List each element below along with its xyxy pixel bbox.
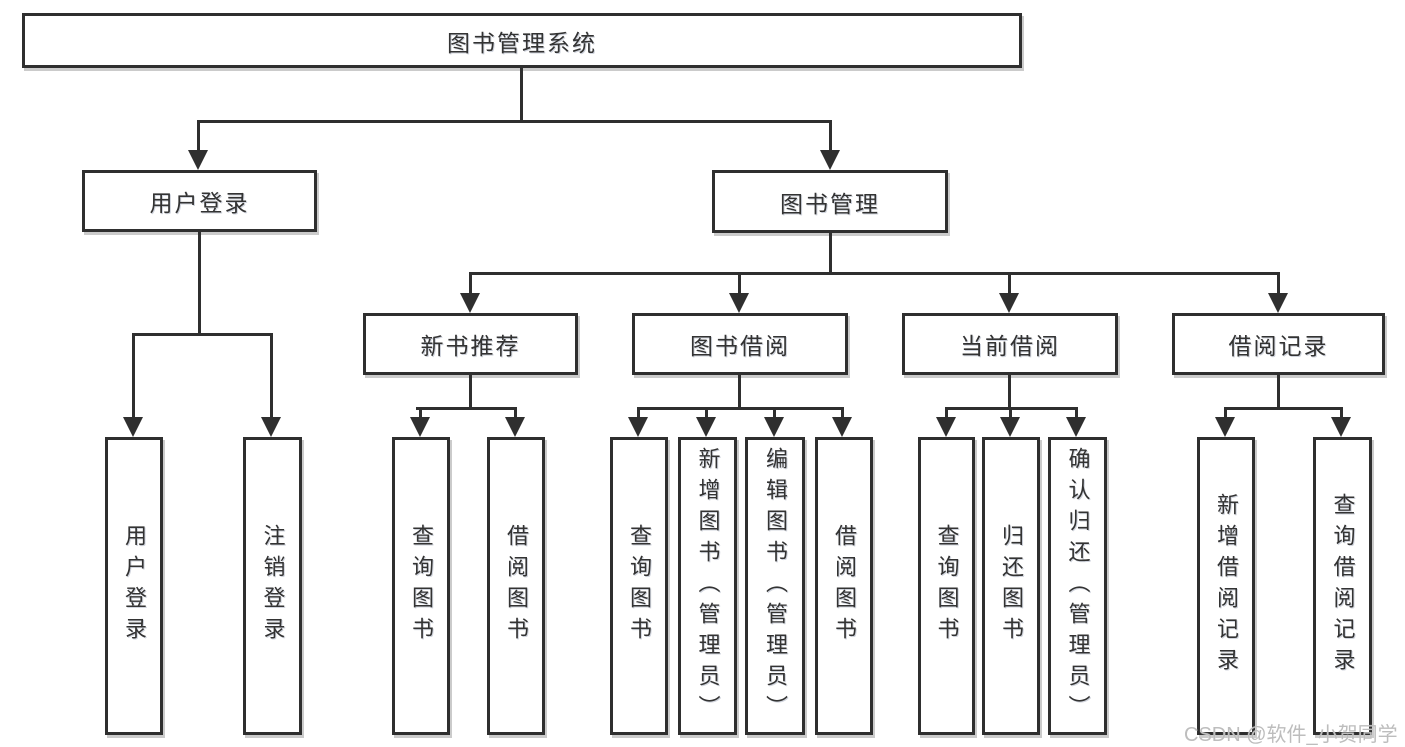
connector-line [773,407,776,421]
connector-line [1008,272,1011,298]
node-label: 借阅图书 [504,524,529,648]
node-label: 新书推荐 [420,333,521,359]
node-label: 注销登录 [260,524,286,648]
leaf-add-books-admin: 新增图书（管理员） [678,437,737,735]
arrow-down-icon [505,417,525,437]
arrow-down-icon [1215,417,1235,437]
connector-line [1075,407,1078,421]
connector-line [1224,407,1343,410]
node-new-book-recommend: 新书推荐 [363,313,578,375]
arrow-down-icon [188,150,208,170]
leaf-confirm-return-admin: 确认归还（管理员） [1048,437,1107,735]
node-book-management: 图书管理 [712,170,948,233]
node-library-management-system: 图书管理系统 [22,13,1022,68]
arrow-down-icon [1066,417,1086,437]
arrow-down-icon [999,293,1019,313]
connector-line [1277,375,1280,407]
connector-line [1340,407,1343,421]
connector-line [197,120,200,154]
connector-line [829,120,832,154]
node-current-borrowing: 当前借阅 [902,313,1118,375]
arrow-down-icon [628,417,648,437]
node-label: 图书借阅 [690,333,790,359]
connector-line [1009,407,1012,421]
node-label: 借阅记录 [1228,333,1329,359]
node-label: 归还图书 [999,524,1024,648]
connector-line [738,272,741,298]
leaf-borrow-books-2: 借阅图书 [815,437,873,735]
arrow-down-icon [936,417,956,437]
connector-line [829,233,832,272]
arrow-down-icon [820,150,840,170]
connector-line [705,407,708,421]
arrow-down-icon [729,293,749,313]
connector-line [469,272,472,298]
connector-line [132,333,135,421]
arrow-down-icon [410,417,430,437]
leaf-query-books-2: 查询图书 [610,437,668,735]
node-label: 新增借阅记录 [1214,493,1239,679]
arrow-down-icon [460,293,480,313]
node-label: 查询借阅记录 [1330,493,1356,679]
node-user-login: 用户登录 [82,170,317,232]
node-label: 当前借阅 [960,333,1060,359]
node-label: 用户登录 [149,190,250,216]
node-label: 查询图书 [627,524,652,648]
arrow-down-icon [696,417,716,437]
node-label: 图书管理系统 [447,29,597,56]
node-book-borrowing: 图书借阅 [632,313,848,375]
connector-line [270,333,273,421]
arrow-down-icon [123,417,143,437]
connector-line [1008,375,1011,407]
leaf-query-borrow-record: 查询借阅记录 [1313,437,1372,735]
arrow-down-icon [261,417,281,437]
connector-line [469,272,1280,275]
connector-line [132,333,273,336]
leaf-user-login: 用户登录 [105,437,163,735]
node-label: 用户登录 [122,524,147,648]
connector-line [637,407,640,421]
leaf-query-books-1: 查询图书 [392,437,450,735]
connector-line [520,68,523,120]
arrow-down-icon [1000,417,1020,437]
connector-line [416,407,517,410]
leaf-logout: 注销登录 [243,437,302,735]
csdn-watermark: CSDN @软件_小贺同学 [1184,724,1398,746]
leaf-return-books: 归还图书 [982,437,1040,735]
connector-line [637,407,844,410]
node-label: 图书管理 [780,190,880,217]
connector-line [1277,272,1280,298]
node-label: 借阅图书 [832,524,857,648]
node-label: 查询图书 [409,524,434,648]
connector-line [419,407,422,421]
connector-line [841,407,844,421]
connector-line [197,120,831,123]
node-borrowing-records: 借阅记录 [1172,313,1385,375]
leaf-add-borrow-record: 新增借阅记录 [1197,437,1255,735]
connector-line [945,407,948,421]
connector-line [514,407,517,421]
connector-line [198,232,201,333]
node-label: 确认归还（管理员） [1065,446,1091,726]
arrow-down-icon [1268,293,1288,313]
node-label: 编辑图书（管理员） [763,446,788,726]
arrow-down-icon [832,417,852,437]
arrow-down-icon [1331,417,1351,437]
connector-line [469,375,472,407]
leaf-query-books-3: 查询图书 [918,437,975,735]
node-label: 新增图书（管理员） [695,446,721,726]
arrow-down-icon [764,417,784,437]
node-label: 查询图书 [934,524,960,648]
connector-line [1224,407,1227,421]
connector-line [738,375,741,407]
leaf-borrow-books-1: 借阅图书 [487,437,545,735]
leaf-edit-books-admin: 编辑图书（管理员） [745,437,805,735]
